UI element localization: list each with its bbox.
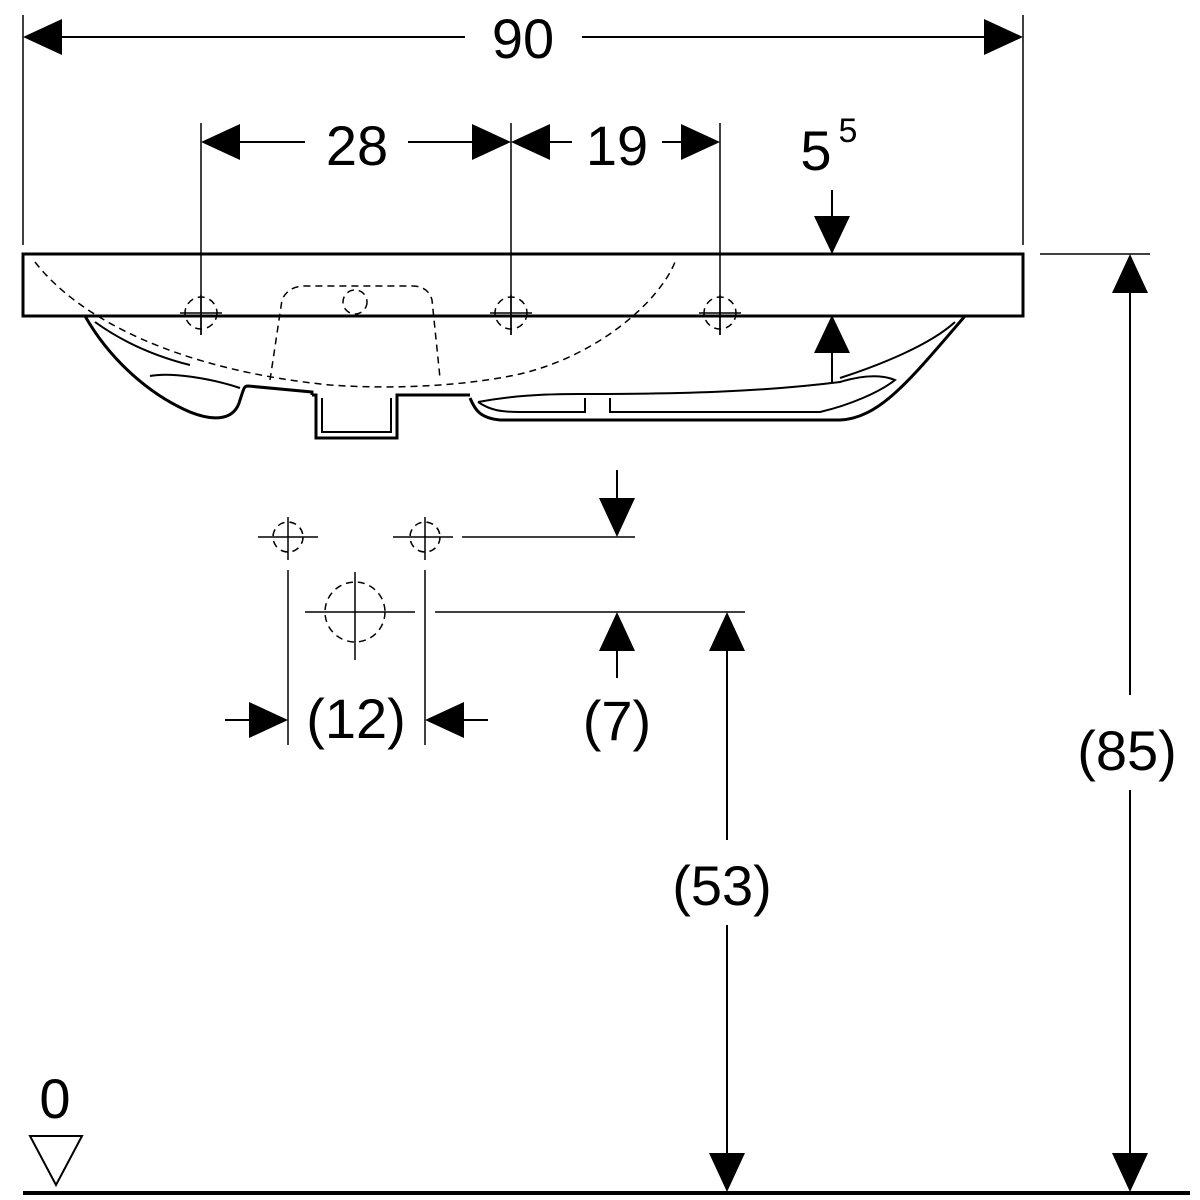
- arrow-right-icon: [984, 19, 1023, 55]
- fixing-hole-left: [258, 517, 318, 560]
- dim-label-drain-spacing: (12): [306, 687, 406, 750]
- arrow-up-icon: [814, 315, 850, 353]
- arrow-down-icon: [814, 216, 850, 254]
- dim-drain-offset: (7): [583, 470, 651, 752]
- arrow-down-icon: [1112, 1153, 1148, 1192]
- arrow-left-icon: [511, 124, 550, 160]
- arrow-up-icon: [599, 612, 635, 651]
- dim-label-drain-height: (53): [672, 854, 772, 917]
- tap-hole-center: [490, 295, 532, 335]
- dim-label-overall-width: 90: [492, 7, 554, 70]
- tap-hole-left: [180, 295, 222, 335]
- arrow-down-icon: [709, 1153, 745, 1192]
- dim-label-drain-offset: (7): [583, 689, 651, 752]
- dim-tap-spacing: 28 19: [200, 114, 721, 335]
- arrow-left-icon: [23, 19, 62, 55]
- dim-label-rim-base: 5: [800, 119, 831, 182]
- arrow-right-icon: [249, 702, 288, 738]
- floor-level-label: 0: [39, 1067, 70, 1130]
- dim-drain-height: (53): [672, 612, 772, 1192]
- arrow-up-icon: [709, 612, 745, 651]
- arrow-left-icon: [201, 124, 240, 160]
- basin-outline: [21, 252, 1025, 440]
- dim-label-rim-sup: 5: [839, 112, 858, 150]
- dim-label-tap-left: 28: [326, 114, 388, 177]
- arrow-down-icon: [599, 498, 635, 537]
- dim-label-tap-right: 19: [586, 114, 648, 177]
- arrow-up-icon: [1112, 254, 1148, 293]
- fixing-holes-detail: [258, 517, 745, 745]
- dim-overall-height: (85): [1040, 253, 1177, 1192]
- drain-hole: [305, 572, 415, 660]
- arrow-right-icon: [681, 124, 720, 160]
- arrow-right-icon: [472, 124, 511, 160]
- dim-overall-width: 90: [22, 7, 1024, 245]
- level-triangle-icon: [28, 1135, 84, 1188]
- dim-rim-thickness: 5 5: [800, 112, 857, 382]
- tap-hole-right: [699, 295, 741, 335]
- dim-drain-spacing: (12): [225, 687, 488, 750]
- fixing-hole-right: [393, 517, 453, 560]
- floor-level: 0: [23, 1067, 1190, 1195]
- arrow-left-icon: [425, 702, 464, 738]
- dim-label-overall-height: (85): [1077, 719, 1177, 782]
